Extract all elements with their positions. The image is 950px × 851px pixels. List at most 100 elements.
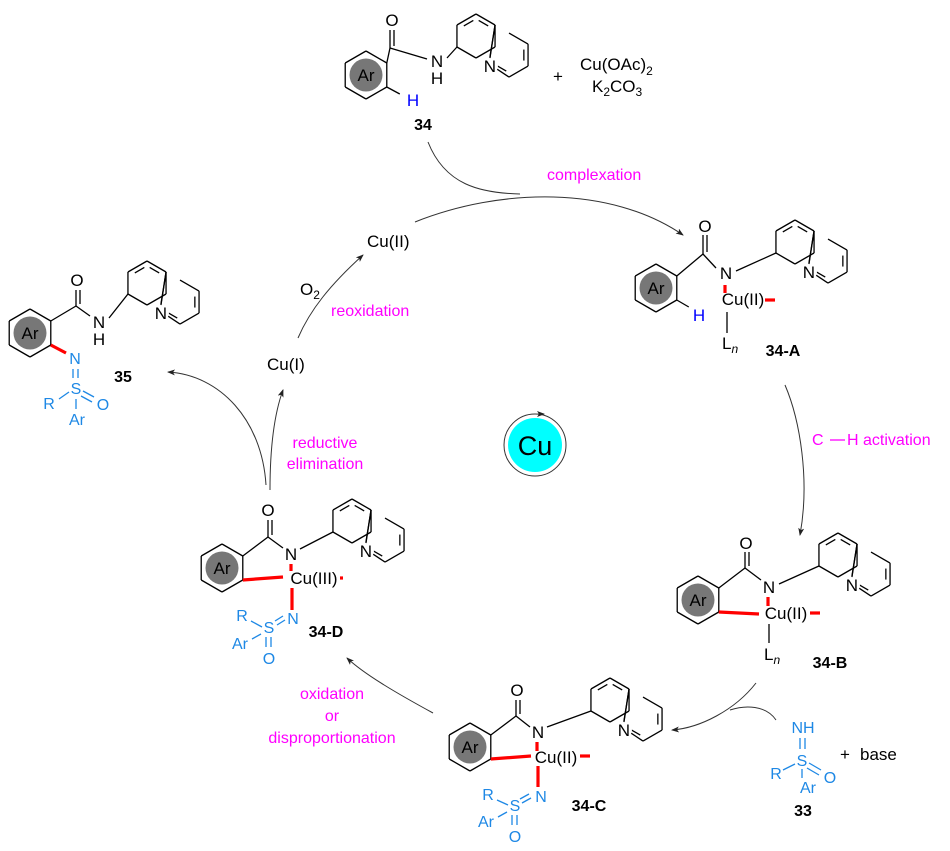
compound-33: NH S R O Ar + base (770, 720, 897, 797)
center-cu: Cu (503, 411, 567, 477)
sulfonyl-o: O (509, 829, 521, 846)
imine-n: N (287, 611, 299, 628)
sulfur: S (264, 620, 275, 637)
amide-n: N (720, 264, 732, 283)
amide-h: H (93, 330, 105, 349)
species-labels: 34 34-A 34-B 34-C 34-D 33 35 (114, 117, 847, 820)
sulfonyl-o: O (97, 397, 109, 414)
ar-group: Ar (232, 636, 249, 653)
cu-ii-center: Cu(II) (535, 748, 578, 767)
carbonyl-o: O (698, 217, 711, 236)
carbonyl-o: O (510, 681, 523, 700)
arrow-complexation (414, 196, 684, 236)
arrow-reductive-elimination (269, 389, 284, 491)
cycle-arrows (167, 141, 805, 733)
label-34a: 34-A (766, 343, 801, 360)
quinoline-n-34a: N (803, 263, 815, 282)
s-33: S (797, 753, 808, 770)
reagents-34: + Cu(OAc)2 K2CO3 (553, 55, 653, 99)
cu-ii-center: Cu(II) (765, 604, 808, 623)
step-ch-activation: H activation (847, 432, 931, 449)
arrow-oxidation (346, 657, 434, 714)
label-34: 34 (414, 117, 432, 134)
cu-circle (508, 418, 562, 472)
quinoline-n-34c: N (618, 721, 630, 740)
carbonyl-o: O (70, 271, 83, 290)
cu-iii-center: Cu(III) (290, 569, 337, 588)
plus-base: + (840, 745, 850, 764)
step-labels: complexation C H activation oxidation or… (268, 167, 930, 747)
ligand-ln: Ln (764, 645, 780, 667)
quinoline-n-34d: N (360, 542, 372, 561)
imine-n: N (535, 789, 547, 806)
cycle-ring-icon (503, 413, 567, 477)
ar-label: Ar (648, 279, 665, 298)
cu-i-label: Cu(I) (267, 355, 305, 374)
amide-n: N (763, 578, 775, 597)
arrow-ch-activation (784, 384, 805, 536)
step-reoxidation: reoxidation (331, 303, 409, 320)
ar-circle (681, 583, 715, 617)
ar-label: Ar (358, 66, 375, 85)
ortho-h: H (693, 306, 705, 325)
r-group: R (236, 608, 248, 625)
ar-circle (349, 58, 383, 92)
carbonyl-o: O (261, 501, 274, 520)
ar-circle (205, 551, 239, 585)
ar-group: Ar (69, 412, 86, 429)
amide-n: N (93, 313, 105, 332)
amide-n: N (285, 545, 297, 564)
amide-n: N (431, 52, 443, 71)
label-33: 33 (794, 803, 812, 820)
quinoline-n-35: N (155, 304, 167, 323)
imine-n: N (69, 351, 81, 368)
label-35: 35 (114, 369, 132, 386)
quinoline-n-34b: N (846, 576, 858, 595)
k2co3-label: K2CO3 (592, 77, 643, 99)
ar-group: Ar (478, 814, 495, 831)
arrow-reoxidation (297, 254, 364, 339)
ar-circle (13, 316, 47, 350)
o-33: O (824, 770, 836, 787)
quinoline-n-34: N (484, 57, 496, 76)
amide-h: H (431, 69, 443, 88)
step-reductive-1: reductive (293, 435, 358, 452)
ar-circle (639, 271, 673, 305)
sulfur: S (71, 381, 82, 398)
label-34b: 34-B (813, 655, 848, 672)
ligand-ln: Ln (722, 334, 738, 356)
base-label: base (860, 745, 897, 764)
step-oxidation-1: oxidation (300, 686, 364, 703)
cu-species: Cu(II) Cu(I) O2 (267, 232, 410, 374)
r-group: R (482, 787, 494, 804)
sulfonyl-o: O (263, 651, 275, 668)
cu-ii-center: Cu(II) (722, 290, 765, 309)
cu-label: Cu (518, 431, 553, 461)
o2-label: O2 (300, 280, 320, 302)
carbonyl-o: O (739, 534, 752, 553)
arrow-to-35 (167, 369, 267, 486)
step-oxidation-2: or (325, 708, 340, 725)
r-33: R (770, 766, 782, 783)
ar-33: Ar (800, 780, 817, 797)
ar-label: Ar (214, 559, 231, 578)
ar-label: Ar (462, 738, 479, 757)
nh-33: NH (791, 720, 814, 737)
step-oxidation-3: disproportionation (268, 730, 395, 747)
arrow-34-entry (427, 141, 521, 195)
step-ch-activation-c: C (812, 432, 824, 449)
cu-ii-label: Cu(II) (367, 232, 410, 251)
arrow-34b-to-34c (671, 682, 757, 733)
r-group: R (43, 396, 55, 413)
step-complexation: complexation (547, 167, 641, 184)
plus-sign: + (553, 67, 563, 86)
label-34c: 34-C (572, 798, 607, 815)
label-34d: 34-D (309, 624, 344, 641)
intermediate-34a: Ar O N H Cu(II) Ln N (634, 217, 848, 356)
ar-label: Ar (22, 324, 39, 343)
